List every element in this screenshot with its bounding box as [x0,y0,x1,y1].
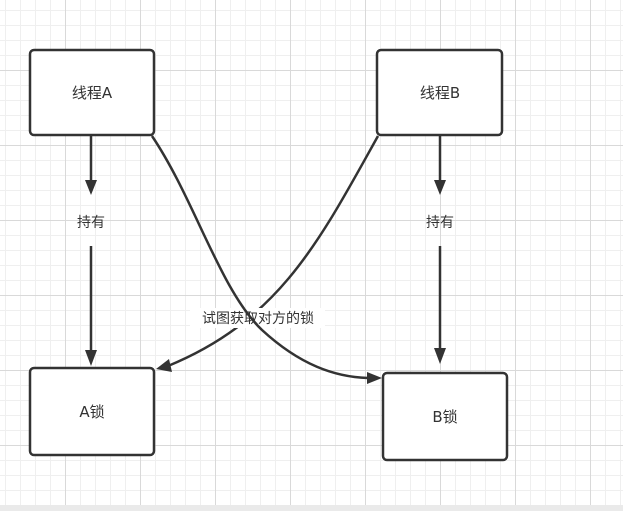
edge-thread-b-holds-lock-b: 持有 [426,136,454,364]
try-acquire-label: 试图获取对方的锁 [202,311,314,327]
bottom-scrollbar-strip [0,505,623,511]
thread-a-node[interactable]: 线程A [28,48,156,137]
hold-label-a: 持有 [77,215,105,231]
lock-a-node[interactable]: A锁 [28,366,156,457]
edge-thread-b-tries-lock-a [156,135,380,372]
lock-a-label: A锁 [79,403,104,421]
edge-thread-a-holds-lock-a: 持有 [77,136,105,366]
thread-b-label: 线程B [420,84,460,102]
thread-a-label: 线程A [72,84,113,102]
thread-b-node[interactable]: 线程B [375,48,504,137]
lock-b-label: B锁 [432,408,457,426]
hold-label-b: 持有 [426,215,454,231]
lock-b-node[interactable]: B锁 [381,371,509,462]
edge-thread-a-tries-lock-b: 试图获取对方的锁 [150,135,382,384]
